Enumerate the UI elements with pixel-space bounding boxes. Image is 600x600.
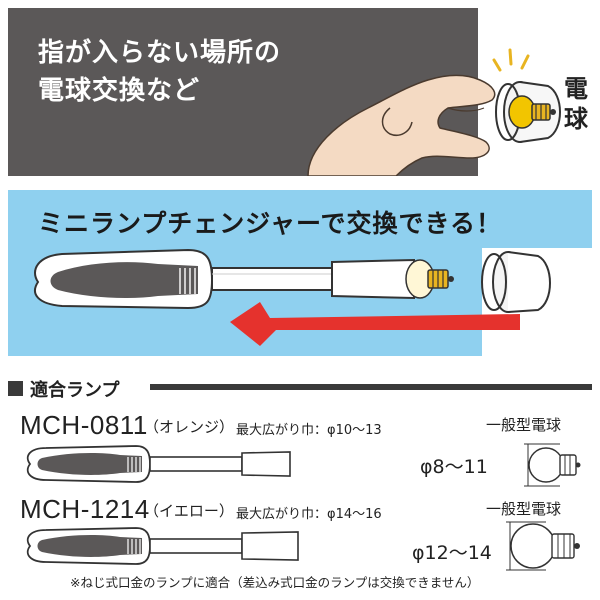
model-1-tool-image	[26, 445, 291, 483]
hand-scene-panel: 指が入らない場所の 電球交換など	[8, 8, 592, 176]
bulb-label-char-2: 球	[564, 105, 588, 133]
model-1-spec: 最大広がり巾：φ10～13	[236, 423, 382, 438]
model-2-color: （イエロー）	[144, 502, 234, 520]
model-1-bulb-size: φ8～11	[420, 456, 488, 478]
section-heading: 適合ランプ	[30, 376, 130, 402]
section-rule	[150, 384, 592, 390]
top-headline: 指が入らない場所の 電球交換など	[38, 34, 338, 110]
model-2-code: MCH-1214	[20, 494, 150, 524]
model-1-code: MCH-0811	[20, 410, 148, 440]
bulb-label-char-1: 電	[564, 75, 588, 103]
model-2-bulb-size: φ12～14	[412, 542, 492, 564]
model-2-tool-image	[26, 527, 299, 565]
section-bullet	[8, 381, 23, 396]
hand-illustration	[307, 8, 592, 176]
top-headline-line-2: 電球交換など	[38, 76, 201, 106]
footnote: ※ねじ式口金のランプに適合（差込み式口金のランプは交換できません）	[70, 575, 480, 590]
changer-illustration	[34, 248, 592, 356]
changer-scene-panel: ミニランプチェンジャーで交換できる！	[8, 190, 592, 356]
model-1-color: （オレンジ）	[144, 418, 235, 436]
mid-headline: ミニランプチェンジャーで交換できる！	[38, 209, 503, 238]
model-2-spec: 最大広がり巾：φ14～16	[236, 507, 382, 522]
model-2-bulb-icon	[506, 521, 580, 571]
top-headline-line-1: 指が入らない場所の	[38, 38, 282, 68]
bulb-label: 電 球	[556, 74, 596, 134]
model-2-bulb-type: 一般型電球	[486, 500, 562, 518]
model-1-bulb-type: 一般型電球	[486, 416, 562, 434]
model-1-bulb-icon	[524, 443, 581, 487]
